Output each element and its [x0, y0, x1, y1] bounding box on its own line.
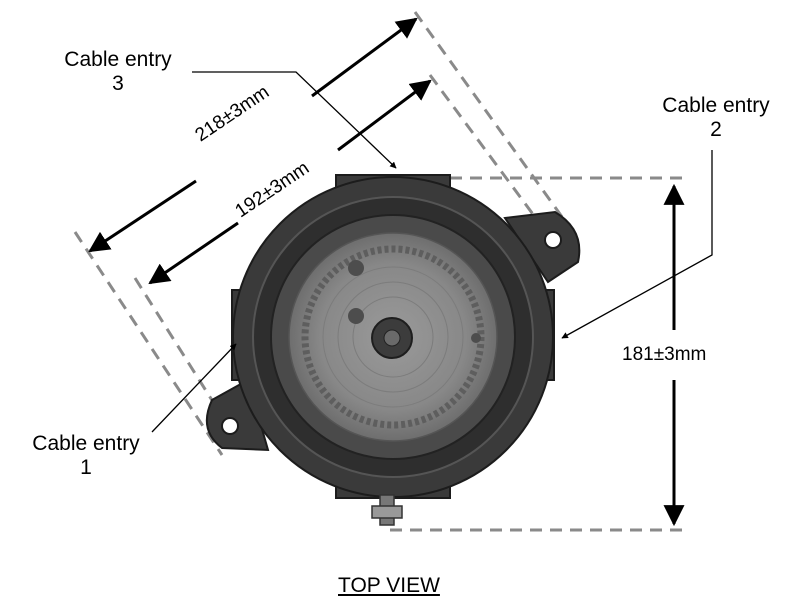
view-caption: TOP VIEW	[338, 574, 440, 597]
leader-lines	[151, 71, 713, 433]
ext-line-outer-right	[413, 11, 572, 229]
dim-arrow-218-right	[311, 17, 418, 98]
face-ring-1	[322, 266, 464, 408]
label-cable-entry-2-line2: 2	[710, 118, 722, 141]
mounting-ear-right	[503, 210, 581, 284]
dim-arrow-192-left	[148, 221, 239, 285]
dim-arrow-192-right	[337, 79, 432, 152]
label-cable-entry-2-line1: Cable entry	[662, 94, 770, 117]
dimension-arrows	[88, 17, 685, 527]
cable-gland-nut	[371, 505, 403, 519]
label-cable-entry-1-line2: 1	[80, 456, 92, 479]
dim-arrow-218-left	[88, 179, 197, 253]
label-cable-entry-3-line2: 3	[112, 72, 124, 95]
leader-entry-2	[561, 150, 713, 339]
mounting-hole-right	[544, 231, 562, 249]
face-spot-3	[471, 333, 481, 343]
mounting-hole-left	[221, 417, 239, 435]
ext-line-inner-right	[428, 74, 554, 241]
label-cable-entry-3-line1: Cable entry	[64, 48, 172, 71]
leader-entry-3	[192, 71, 397, 169]
sensor-housing	[205, 174, 581, 526]
label-cable-entry-1-line1: Cable entry	[32, 432, 140, 455]
face-ring-2	[337, 281, 449, 393]
face-spot-1	[348, 260, 364, 276]
extension-lines	[73, 11, 690, 532]
label-cable-entry-1: Cable entry 1	[6, 432, 166, 480]
face-ring-3	[352, 296, 434, 378]
label-cable-entry-3: Cable entry 3	[38, 48, 198, 96]
face-spot-2	[348, 308, 364, 324]
bead-ring	[301, 245, 485, 429]
center-hub-inner	[383, 329, 401, 347]
ext-line-outer-left	[73, 231, 224, 456]
label-cable-entry-2: Cable entry 2	[636, 94, 790, 142]
leader-entry-1	[151, 343, 237, 433]
dim-text-181: 181±3mm	[620, 344, 709, 366]
